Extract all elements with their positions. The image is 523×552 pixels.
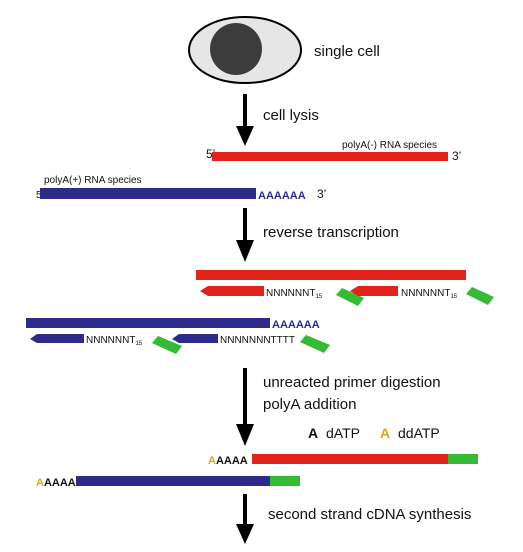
nucleotide-legend: A dATP A ddATP [308,425,440,441]
blue-rna-after-rt [26,318,270,328]
arrow-primer-digestion [236,368,254,446]
legend-ddatp-marker: A [380,425,390,441]
red-strand-final [252,454,448,464]
blue-strand-final [76,476,270,486]
single-cell [188,16,302,84]
legend-datp-marker: A [308,425,318,441]
polya-minus-rna-strand [212,152,448,161]
legend-ddatp-label: ddATP [398,425,440,441]
red-cdna-primer-2 [350,286,398,296]
blue-cdna-primer-2 [172,334,218,343]
legend-datp-label: dATP [326,425,360,441]
label-reverse-transcription: reverse transcription [263,224,399,241]
primer-adapter-3 [152,336,182,354]
label-cell-lysis: cell lysis [263,107,319,124]
label-polya-addition: polyA addition [263,396,356,413]
primer-adapter-4 [300,335,330,353]
label-single-cell: single cell [314,43,380,60]
label-second-strand: second strand cDNA synthesis [268,506,471,523]
red-cdna-primer-1 [200,286,264,296]
label-polya-minus: polyA(-) RNA species [342,140,437,151]
primer-label-2: NNNNNNT15 [401,288,458,300]
red-rna-after-rt [196,270,466,280]
primer-label-4: NNNNNNNTTTT [220,335,295,346]
polya-tail-top: AAAAAA [258,190,306,202]
arrow-second-strand [236,494,254,544]
blue-tail: AAAAA [36,477,76,489]
primer-label-1: NNNNNNT15 [266,288,323,300]
red-tail: AAAAA [208,455,248,467]
polya-plus-rna-strand [40,188,256,199]
red-rna-5prime: 5’ [206,147,215,161]
blue-rna-3prime: 3’ [317,187,326,201]
red-strand-adapter [448,454,478,464]
red-rna-3prime: 3’ [452,149,461,163]
arrow-reverse-transcription [236,208,254,262]
primer-adapter-2 [466,287,494,305]
cell-nucleus [210,23,262,75]
label-polya-plus: polyA(+) RNA species [44,175,142,186]
polya-tail-rt: AAAAAA [272,319,320,331]
blue-strand-adapter [270,476,300,486]
arrow-cell-lysis [236,94,254,146]
blue-cdna-primer-1 [30,334,84,343]
primer-label-3: NNNNNNT15 [86,335,143,347]
blue-rna-5prime: 5’ [36,190,44,201]
primer-adapter-1 [336,288,364,306]
label-primer-digestion: unreacted primer digestion [263,374,441,391]
